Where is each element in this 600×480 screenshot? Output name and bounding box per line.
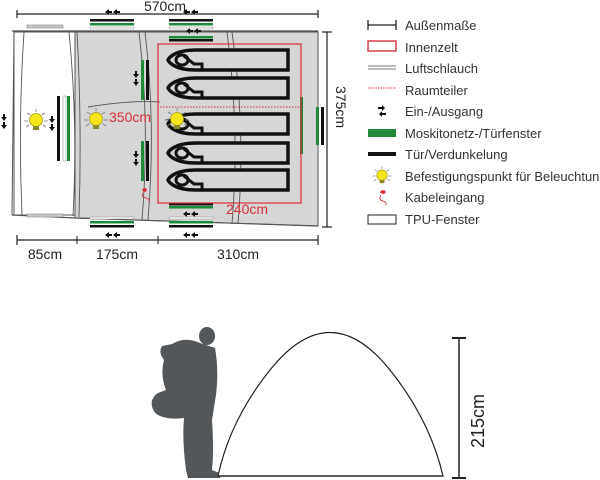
dimension-line-icon [366, 15, 398, 35]
top-doors [89, 9, 214, 42]
legend-label: Ein-/Ausgang [405, 103, 484, 119]
entrance-arrows-icon [366, 101, 398, 121]
sleeping-bag [166, 112, 290, 136]
dimension-total-length [16, 10, 319, 18]
legend-label: Raumteiler [405, 82, 468, 98]
legend-item-entrance: Ein-/Ausgang [366, 101, 483, 121]
legend-item-light: Befestigungspunkt für Beleuchtung [366, 165, 600, 186]
cable-entry-icon [366, 187, 398, 207]
sleeping-bag [166, 141, 290, 165]
dimension-width [322, 31, 332, 228]
section-1-label: 85cm [28, 246, 62, 262]
air-tube-icon [366, 58, 398, 78]
tpu-window-icon [366, 209, 398, 229]
sleeping-bag [166, 48, 290, 72]
legend-item-tpu-window: TPU-Fenster [366, 209, 479, 229]
inner-tent-icon [366, 37, 398, 57]
legend-item-room-divider: Raumteiler [366, 80, 468, 100]
legend-label: Befestigungspunkt für Beleuchtung [405, 168, 600, 184]
legend-item-inner-tent: Innenzelt [366, 37, 458, 57]
person-silhouette [151, 327, 222, 478]
legend-item-door: Tür/Verdunkelung [366, 144, 508, 164]
dimension-width-label: 375cm [333, 86, 349, 128]
door-icon [366, 144, 398, 164]
sleeping-bag [166, 168, 290, 192]
dimension-total-length-label: 570cm [144, 0, 186, 14]
room-divider-icon [366, 80, 398, 100]
front-door [1, 95, 70, 162]
interior-doors [133, 60, 149, 181]
legend-label: Innenzelt [405, 39, 458, 55]
legend-label: Luftschlauch [405, 60, 478, 76]
tpu-windows [26, 24, 64, 218]
inner-width-label: 240cm [226, 201, 268, 217]
dimension-sections [16, 235, 319, 245]
mosquito-net-icon [366, 123, 398, 143]
legend-label: Außenmaße [405, 17, 477, 33]
bottom-doors [89, 203, 214, 238]
sleeping-bag [166, 76, 290, 100]
inner-length-label: 350cm [109, 109, 151, 125]
legend-item-air-tube: Luftschlauch [366, 58, 478, 78]
legend-label: TPU-Fenster [405, 211, 480, 227]
dimension-height-label: 215cm [468, 394, 488, 448]
section-3-label: 310cm [217, 246, 259, 262]
legend-label: Tür/Verdunkelung [405, 146, 508, 162]
inner-tent [157, 43, 302, 204]
tent-side-profile [217, 332, 444, 477]
legend-item-cable-entry: Kabeleingang [366, 187, 485, 207]
section-2-label: 175cm [96, 246, 138, 262]
legend-item-mosquito-net: Moskitonetz-/Türfenster [366, 123, 542, 143]
light-bulb-icon [366, 165, 398, 186]
dimension-height [452, 337, 466, 479]
legend-label: Kabeleingang [405, 189, 485, 205]
legend-item-dimension: Außenmaße [366, 15, 477, 35]
cable-entry-marker [142, 188, 150, 203]
legend-label: Moskitonetz-/Türfenster [405, 125, 542, 141]
